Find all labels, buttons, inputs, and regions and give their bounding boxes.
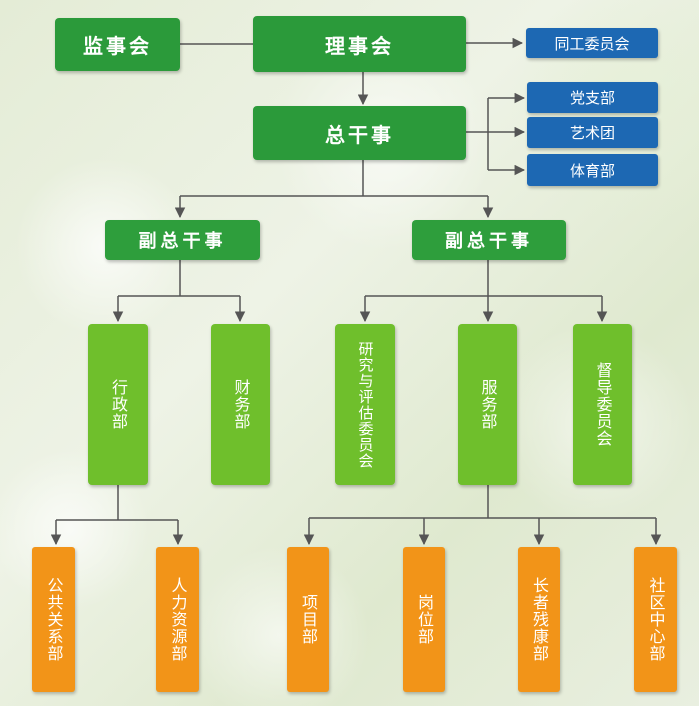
supervision-committee-box: 督导委员会	[573, 324, 632, 485]
art-troupe-box: 艺术团	[527, 117, 658, 148]
coworkers-committee-box: 同工委员会	[526, 28, 658, 58]
elderly-rehab-dept-box: 长者残康部	[518, 547, 560, 692]
public-relations-dept-box: 公共关系部	[32, 547, 75, 692]
party-branch-box: 党支部	[527, 82, 658, 113]
deputy-left-box: 副总干事	[105, 220, 260, 260]
human-resources-dept-box: 人力资源部	[156, 547, 199, 692]
general-secretary-box: 总干事	[253, 106, 466, 160]
sports-dept-box: 体育部	[527, 154, 658, 186]
finance-dept-box: 财务部	[211, 324, 270, 485]
project-dept-box: 项目部	[287, 547, 329, 692]
directors-box: 理事会	[253, 16, 466, 72]
community-center-dept-box: 社区中心部	[634, 547, 677, 692]
post-dept-box: 岗位部	[403, 547, 445, 692]
admin-dept-box: 行政部	[88, 324, 148, 485]
service-dept-box: 服务部	[458, 324, 517, 485]
deputy-right-box: 副总干事	[412, 220, 566, 260]
supervisors-box: 监事会	[55, 18, 180, 71]
research-evaluation-committee-box: 研究与评估委员会	[335, 324, 395, 485]
